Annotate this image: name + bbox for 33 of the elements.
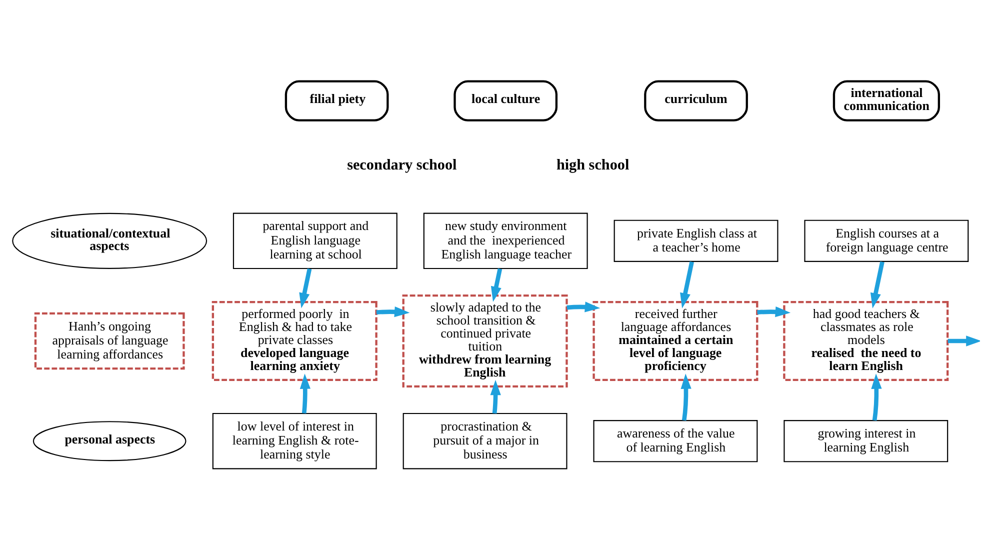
node-box: private English class at a teacher’s home bbox=[614, 219, 778, 262]
arrow bbox=[490, 379, 501, 414]
arrow bbox=[680, 373, 692, 420]
node-box: slowly adapted to the school transition & continued private tuition withdrew from learning English bbox=[402, 294, 568, 388]
label: secondary school bbox=[347, 157, 457, 174]
node-box: local culture bbox=[454, 80, 558, 121]
node-box: new study environment and the inexperienced English language teacher bbox=[423, 212, 588, 269]
node-box: Hanh’s ongoing appraisals of language learning affordances bbox=[34, 312, 185, 370]
arrow bbox=[490, 268, 502, 302]
node-box: filial piety bbox=[284, 80, 389, 121]
arrow bbox=[680, 260, 694, 308]
arrow bbox=[871, 373, 882, 420]
arrow bbox=[757, 306, 791, 317]
node-box: performed poorly in English & had to take private classes developed language learning anxiety bbox=[212, 300, 378, 381]
arrow bbox=[870, 260, 884, 308]
arrow bbox=[299, 268, 312, 308]
arrow bbox=[566, 301, 600, 312]
arrow bbox=[300, 373, 310, 414]
node-box: received further language affordances maintained a certain level of language proficiency bbox=[592, 300, 758, 381]
node-box: international communication bbox=[832, 80, 940, 121]
node-ellipse: personal aspects bbox=[32, 420, 186, 461]
node-box: procrastination & pursuit of a major in business bbox=[402, 412, 568, 469]
arrow bbox=[948, 335, 980, 346]
node-box: parental support and English language learning at school bbox=[232, 212, 398, 269]
node-box: curriculum bbox=[644, 80, 748, 121]
node-ellipse: situational/contextual aspects bbox=[12, 212, 208, 268]
node-box: growing interest in learning English bbox=[784, 419, 948, 462]
node-box: English courses at a foreign language centre bbox=[804, 219, 969, 262]
arrow bbox=[376, 306, 410, 317]
node-box: awareness of the value of learning English bbox=[593, 419, 758, 462]
node-box: low level of interest in learning English & rote-learning style bbox=[212, 412, 377, 469]
node-box: had good teachers & classmates as role models realised the need to learn English bbox=[783, 300, 949, 381]
label: high school bbox=[556, 157, 630, 174]
